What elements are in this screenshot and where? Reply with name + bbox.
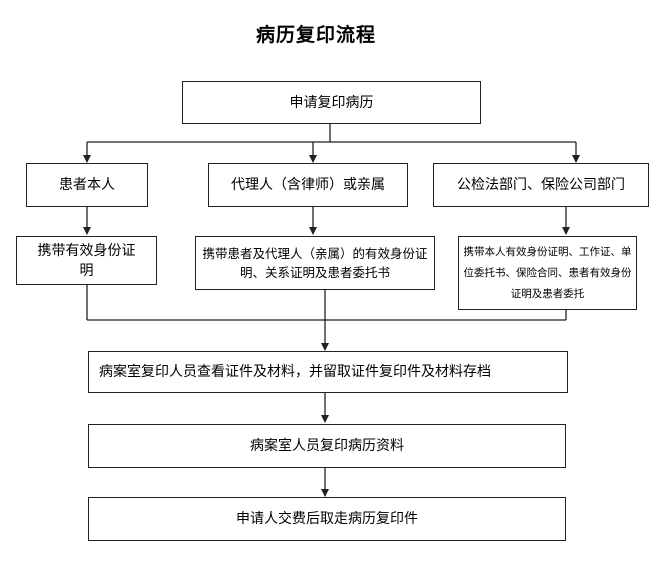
node-legal: 公检法部门、保险公司部门 xyxy=(433,163,649,207)
node-agent-docs: 携带患者及代理人（亲属）的有效身份证明、关系证明及患者委托书 xyxy=(195,236,435,290)
node-agent-docs-label: 携带患者及代理人（亲属）的有效身份证明、关系证明及患者委托书 xyxy=(202,246,428,280)
node-agent-label: 代理人（含律师）或亲属 xyxy=(231,177,385,193)
node-pickup: 申请人交费后取走病历复印件 xyxy=(88,497,566,541)
node-pickup-label: 申请人交费后取走病历复印件 xyxy=(236,511,418,527)
node-agent: 代理人（含律师）或亲属 xyxy=(208,163,408,207)
page-title-text: 病历复印流程 xyxy=(255,24,376,46)
node-legal-docs-label: 携带本人有效身份证明、工作证、单位委托书、保险合同、患者有效身份证明及患者委托 xyxy=(463,245,632,300)
node-check: 病案室复印人员查看证件及材料，并留取证件复印件及材料存档 xyxy=(88,351,568,393)
node-copy-label: 病案室人员复印病历资料 xyxy=(250,438,404,454)
node-legal-docs: 携带本人有效身份证明、工作证、单位委托书、保险合同、患者有效身份证明及患者委托 xyxy=(458,236,637,310)
node-apply-label: 申请复印病历 xyxy=(289,94,374,111)
node-patient-docs-label: 携带有效身份证明 xyxy=(37,242,136,279)
node-patient-label: 患者本人 xyxy=(59,177,115,193)
page-title: 病历复印流程 xyxy=(0,20,662,47)
node-patient-docs: 携带有效身份证明 xyxy=(16,236,157,285)
node-copy: 病案室人员复印病历资料 xyxy=(88,424,566,468)
node-check-label: 病案室复印人员查看证件及材料，并留取证件复印件及材料存档 xyxy=(99,364,491,380)
node-patient: 患者本人 xyxy=(26,163,148,207)
node-legal-label: 公检法部门、保险公司部门 xyxy=(457,177,625,193)
node-apply: 申请复印病历 xyxy=(182,81,481,124)
